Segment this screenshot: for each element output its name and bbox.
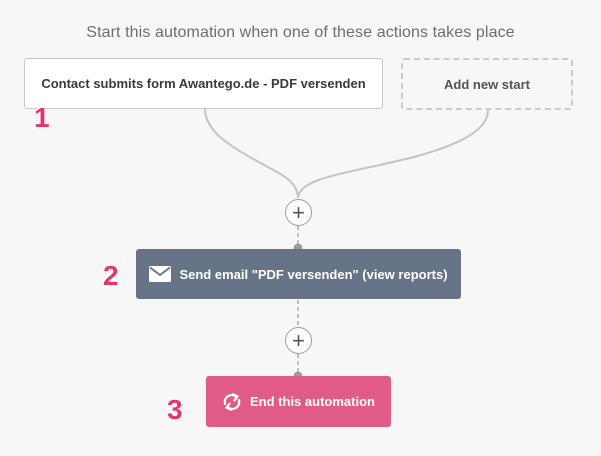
automation-start-heading: Start this automation when one of these … bbox=[86, 24, 515, 41]
envelope-icon bbox=[149, 266, 172, 282]
connector-start-trigger bbox=[204, 108, 299, 199]
step-number-2: 2 bbox=[103, 260, 119, 291]
end-automation-label: End this automation bbox=[250, 394, 375, 409]
send-email-action-label: Send email "PDF versenden" (view reports… bbox=[179, 266, 448, 282]
refresh-arrows-icon bbox=[222, 392, 242, 411]
connector-add-start bbox=[297, 109, 489, 199]
add-step-button-1[interactable]: + bbox=[285, 199, 312, 226]
start-trigger-label: Contact submits form Awantego.de - PDF v… bbox=[41, 76, 366, 91]
step-number-1: 1 bbox=[34, 102, 50, 133]
add-step-button-2[interactable]: + bbox=[285, 327, 312, 354]
start-trigger-form-submit[interactable]: Contact submits form Awantego.de - PDF v… bbox=[24, 58, 383, 109]
add-new-start-button[interactable]: Add new start bbox=[401, 58, 573, 110]
step-number-3: 3 bbox=[167, 394, 183, 425]
end-automation-action[interactable]: End this automation bbox=[206, 376, 391, 427]
add-new-start-label: Add new start bbox=[444, 76, 530, 92]
send-email-action[interactable]: Send email "PDF versenden" (view reports… bbox=[136, 249, 461, 299]
